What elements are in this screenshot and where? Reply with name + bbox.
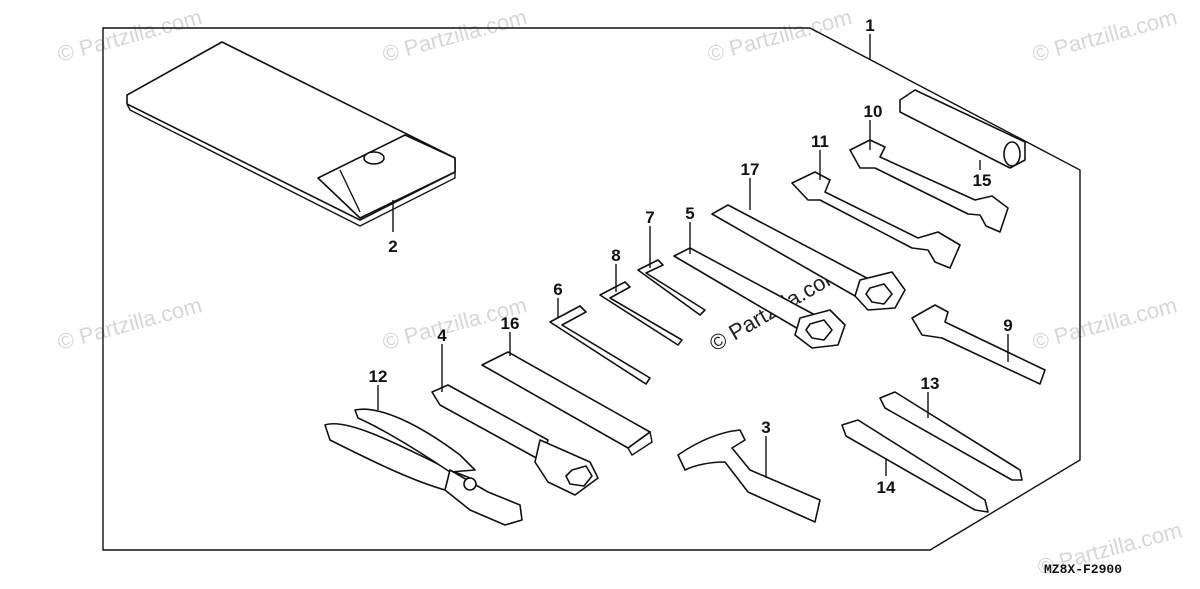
tool-bag [126, 41, 456, 227]
callout-7: 7 [645, 208, 654, 227]
watermark: © Partzilla.com [55, 4, 205, 67]
watermark: © Partzilla.com [1030, 4, 1180, 67]
watermark: © Partzilla.com [55, 292, 205, 355]
watermark: © Partzilla.com [705, 4, 855, 67]
diagram-code: MZ8X-F2900 [1044, 562, 1122, 577]
callout-9: 9 [1003, 316, 1012, 335]
open-end-wrench-11 [791, 171, 961, 269]
callout-11: 11 [811, 132, 829, 151]
callout-8: 8 [611, 246, 620, 265]
pin-spanner [677, 429, 821, 523]
screwdriver-14 [841, 419, 989, 513]
box-wrench [673, 247, 846, 349]
spark-plug-wrench [431, 384, 599, 496]
leader-lines [377, 34, 1009, 478]
callout-16: 16 [501, 314, 520, 333]
screwdriver-13 [879, 391, 1023, 481]
callout-15: 15 [973, 171, 992, 190]
kit-frame [102, 27, 1081, 551]
callout-3: 3 [761, 418, 770, 437]
callout-6: 6 [553, 280, 562, 299]
pliers [324, 408, 523, 526]
callout-17: 17 [741, 160, 760, 179]
callout-2: 2 [388, 237, 397, 256]
screwdriver-handle [899, 89, 1026, 169]
callout-1: 1 [865, 16, 874, 35]
callout-4: 4 [437, 326, 447, 345]
box-wrench-17 [711, 204, 906, 311]
hex-key-7 [637, 259, 706, 316]
callout-13: 13 [921, 374, 940, 393]
handle-bar [481, 351, 653, 456]
callout-14: 14 [877, 478, 896, 497]
watermark: © Partzilla.com [1030, 292, 1180, 355]
hex-key-8 [599, 281, 683, 346]
watermark: © Partzilla.com [380, 4, 530, 67]
callout-12: 12 [369, 367, 388, 386]
callout-10: 10 [864, 102, 883, 121]
hex-key-6 [549, 305, 651, 385]
callout-5: 5 [685, 204, 694, 223]
open-end-wrench-10 [849, 139, 1009, 233]
wrench-9 [911, 304, 1046, 385]
